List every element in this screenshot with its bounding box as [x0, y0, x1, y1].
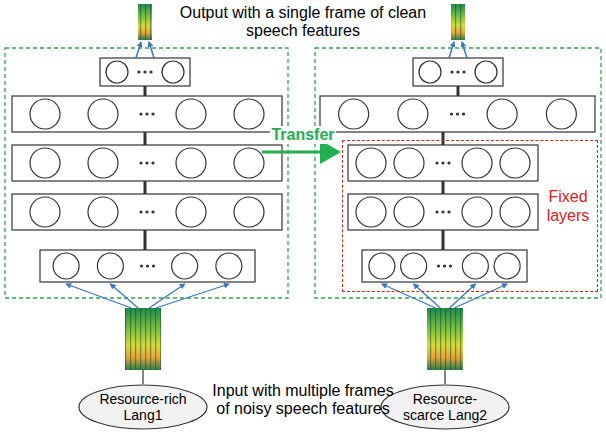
output-spectrogram: [451, 4, 465, 40]
neuron: [356, 197, 386, 227]
layer-box: [12, 194, 282, 230]
layer-box: [362, 250, 527, 282]
ellipsis-dot: [145, 161, 148, 164]
neuron: [30, 197, 60, 227]
layer-box: [12, 145, 282, 181]
neuron: [487, 99, 517, 129]
neuron: [356, 148, 386, 178]
ellipsis-dot: [139, 210, 142, 213]
ellipsis-dot: [441, 161, 444, 164]
transfer-label: Transfer: [270, 126, 336, 144]
ellipsis-dot: [462, 112, 465, 115]
ellipsis-dot: [437, 264, 440, 267]
neuron: [369, 253, 395, 279]
language-ellipse: Resource-rich Lang1: [78, 384, 208, 430]
input-arrows: [66, 284, 507, 308]
neuron: [176, 197, 206, 227]
neuron: [97, 253, 123, 279]
ellipsis-dot: [139, 112, 142, 115]
neuron: [30, 148, 60, 178]
language-label: Resource-rich Lang1: [78, 391, 208, 423]
lang-links: [143, 370, 445, 384]
layer-links: [145, 86, 458, 250]
language-label: Resource-scarce Lang2: [380, 391, 510, 423]
neuron: [88, 99, 118, 129]
layer-box: [100, 58, 190, 86]
layer-box: [348, 194, 538, 230]
neuron: [339, 99, 369, 129]
language-ellipse: Resource-scarce Lang2: [380, 384, 510, 430]
neuron: [500, 148, 530, 178]
ellipsis-dot: [456, 112, 459, 115]
neuron: [462, 197, 492, 227]
ellipsis-dot: [447, 210, 450, 213]
ellipsis-dot: [435, 161, 438, 164]
neuron: [176, 148, 206, 178]
layer-box: [40, 250, 255, 282]
caption-text: Input with multiple frames of noisy spee…: [205, 382, 401, 418]
neuron: [462, 148, 492, 178]
neuron: [30, 99, 60, 129]
ellipsis-dot: [145, 112, 148, 115]
ellipsis-dot: [145, 210, 148, 213]
ellipsis-dot: [443, 264, 446, 267]
output-arrows: [136, 42, 467, 58]
neuron: [172, 253, 198, 279]
neuron: [401, 253, 427, 279]
output-spectrogram: [138, 4, 152, 40]
input-spectrogram: [125, 308, 161, 370]
neuron: [394, 197, 424, 227]
neuron: [176, 99, 206, 129]
ellipsis-dot: [139, 161, 142, 164]
layer-box: [348, 145, 538, 181]
layer-box: [12, 96, 282, 132]
neuron: [234, 197, 264, 227]
neuron: [216, 253, 242, 279]
ellipsis-dot: [441, 210, 444, 213]
neuron: [88, 148, 118, 178]
input-spectrogram: [427, 308, 463, 370]
ellipsis-dot: [456, 70, 459, 73]
ellipsis-dot: [143, 70, 146, 73]
neuron: [53, 253, 79, 279]
neuron: [546, 99, 576, 129]
fixed-layers-label: Fixed layers: [539, 187, 597, 225]
neuron: [162, 61, 184, 83]
ellipsis-dot: [149, 70, 152, 73]
ellipsis-dot: [447, 161, 450, 164]
neuron: [234, 99, 264, 129]
ellipsis-dot: [462, 70, 465, 73]
neuron: [398, 99, 428, 129]
ellipsis-dot: [435, 210, 438, 213]
neuron: [106, 61, 128, 83]
ellipsis-dot: [151, 161, 154, 164]
ellipsis-dot: [151, 210, 154, 213]
ellipsis-dot: [146, 264, 149, 267]
network-frame: [5, 48, 288, 298]
neuron: [419, 61, 441, 83]
ellipsis-dot: [137, 70, 140, 73]
fixed-layers-box: Fixed layers: [342, 140, 598, 292]
neuron: [234, 148, 264, 178]
layer-rows: [12, 58, 595, 282]
neuron: [500, 197, 530, 227]
ellipsis-dot: [450, 70, 453, 73]
neuron: [475, 61, 497, 83]
network-frame: [315, 48, 601, 298]
ellipsis-dot: [450, 112, 453, 115]
neuron: [462, 253, 488, 279]
caption-text: Output with a single frame of clean spee…: [165, 4, 441, 40]
ellipsis-dot: [449, 264, 452, 267]
neuron: [394, 148, 424, 178]
layer-box: [320, 96, 595, 132]
transfer-arrow: [262, 151, 338, 154]
ellipsis-dot: [140, 264, 143, 267]
neuron: [494, 253, 520, 279]
layer-box: [413, 58, 503, 86]
ellipsis-dot: [152, 264, 155, 267]
neuron: [88, 197, 118, 227]
ellipsis-dot: [151, 112, 154, 115]
